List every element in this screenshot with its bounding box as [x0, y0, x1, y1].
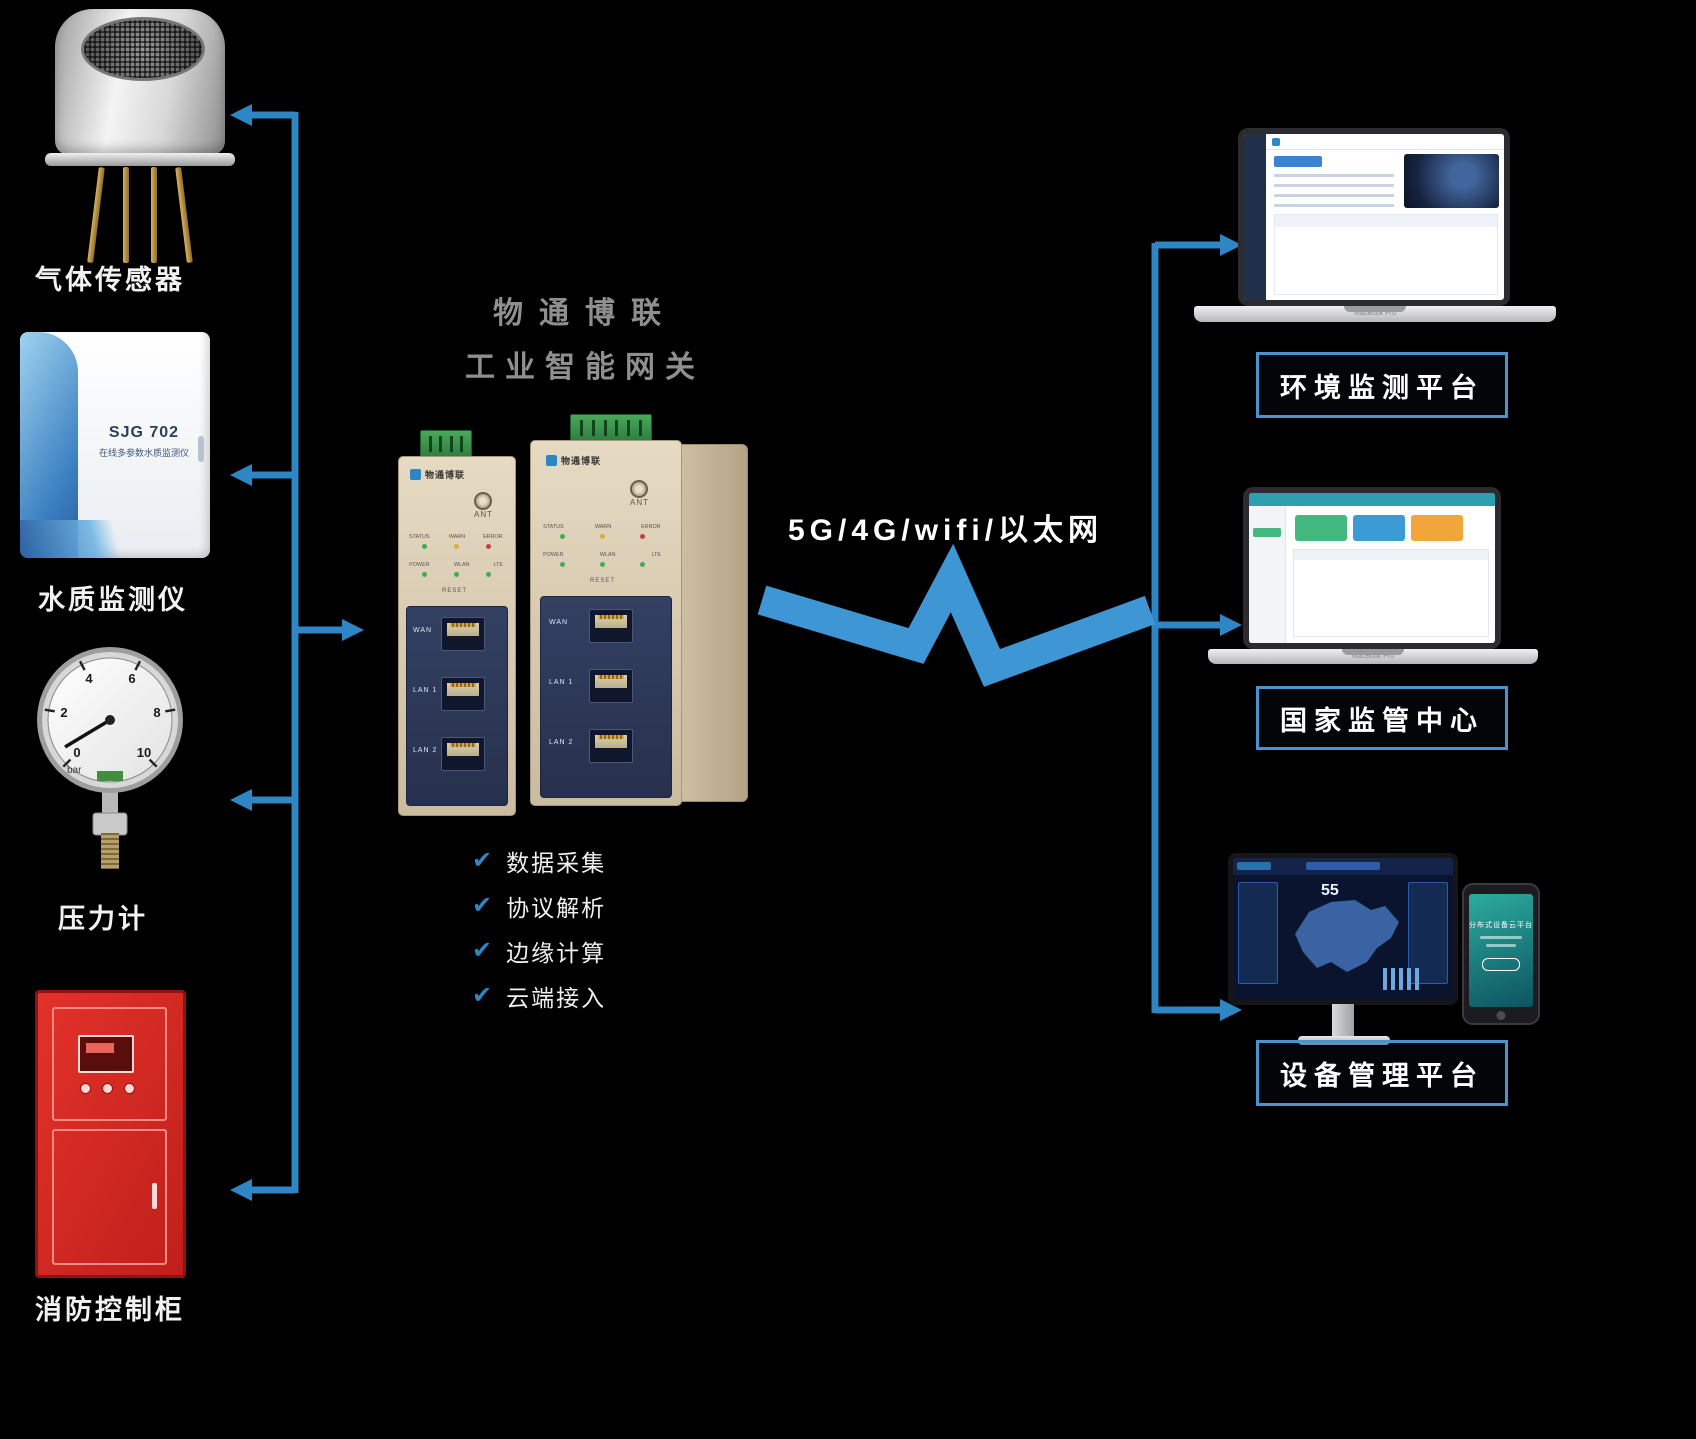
signal-wave-shape	[757, 543, 1156, 687]
